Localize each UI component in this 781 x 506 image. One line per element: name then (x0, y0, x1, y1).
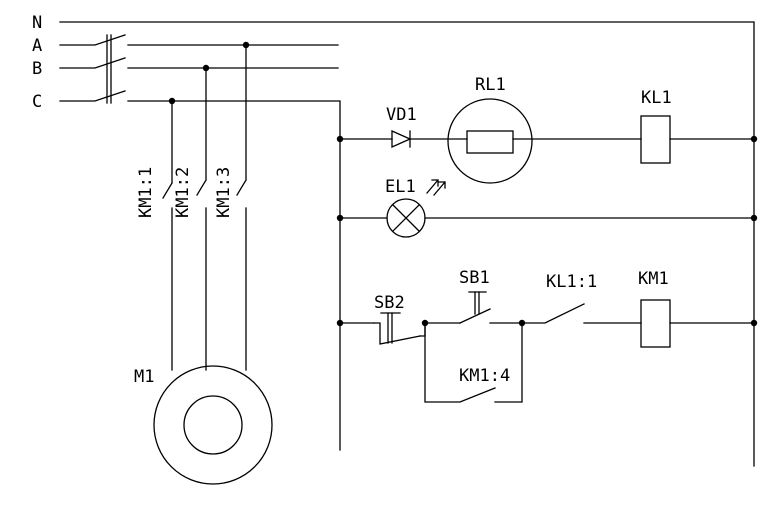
motor-contacts: KM1:1 KM1:2 KM1:3 (136, 41, 250, 371)
line-label-c: C (32, 92, 42, 112)
motor-label: M1 (134, 367, 154, 387)
line-label-a: A (32, 36, 42, 56)
main-switch (59, 34, 341, 451)
contact-label-km1-2: KM1:2 (173, 167, 193, 218)
rung-lamp: EL1 (336, 177, 758, 238)
meter-label: RL1 (475, 75, 506, 95)
relay-coil-label: KL1 (641, 88, 672, 108)
contact-label-km1-3: KM1:3 (214, 167, 234, 218)
start-button-label: SB1 (459, 268, 490, 288)
diode-label: VD1 (386, 105, 417, 125)
line-label-n: N (32, 13, 42, 33)
rung-relay: VD1 RL1 KL1 (336, 75, 758, 184)
lamp-label: EL1 (385, 177, 416, 197)
motor: M1 (134, 365, 273, 485)
contact-label-km1-1: KM1:1 (136, 167, 156, 218)
stop-button-label: SB2 (374, 293, 405, 313)
relay-contact-label: KL1:1 (546, 272, 597, 292)
line-label-b: B (32, 59, 42, 79)
neutral-line (59, 21, 755, 467)
contactor-coil-label: KM1 (638, 269, 669, 289)
holding-contact-label: KM1:4 (459, 366, 510, 386)
rung-control: SB2 SB1 KL1:1 KM1 KM1:4 (336, 268, 758, 403)
